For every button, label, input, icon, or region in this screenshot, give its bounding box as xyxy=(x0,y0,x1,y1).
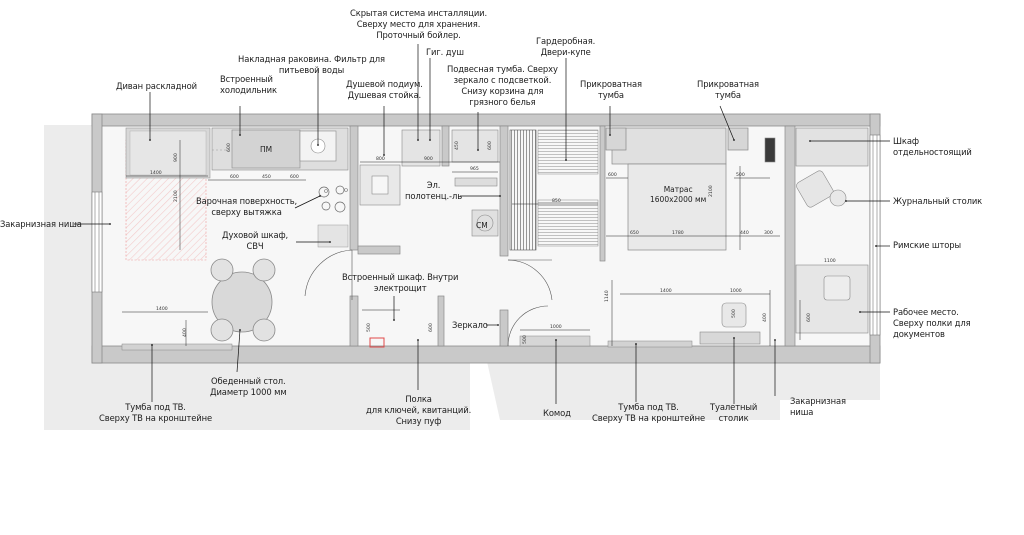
bathroom xyxy=(359,129,499,237)
label-towel-rail: Эл. полотенц.-ль xyxy=(405,180,463,201)
label-sm: СМ xyxy=(476,221,488,230)
bed xyxy=(605,127,749,251)
dim-dresser-d: 500 xyxy=(522,335,528,344)
dim-sofa-w: 1400 xyxy=(150,170,162,176)
tv-stand-left xyxy=(121,343,233,351)
dim-kitchen-depth: 600 xyxy=(226,143,232,152)
dim-bath-965: 965 xyxy=(470,166,479,172)
label-vanity: Подвесная тумба. Сверху зеркало с подсве… xyxy=(447,64,558,107)
dim-right-300: 300 xyxy=(764,230,773,236)
label-hyg-shower: Гиг. душ xyxy=(426,47,464,57)
electric-panel-marker xyxy=(369,337,385,348)
label-builtin-closet: Встроенный шкаф. Внутри электрощит xyxy=(342,272,459,293)
window-left xyxy=(91,191,103,293)
window-right xyxy=(869,134,881,336)
dim-bed-500: 500 xyxy=(736,172,745,178)
doors xyxy=(304,249,553,347)
dim-bed-1780: 1780 xyxy=(672,230,684,236)
label-built-in-fridge: Встроенный холодильник xyxy=(220,74,277,95)
label-dressing-table: Туалетный столик xyxy=(710,402,758,423)
label-hob: Варочная поверхность, сверху вытяжка xyxy=(196,196,298,217)
label-dining-table: Обеденный стол. Диаметр 1000 мм xyxy=(210,376,287,397)
dining-set xyxy=(210,258,276,342)
dim-bed-2100: 2100 xyxy=(708,185,714,197)
dim-right-1140: 1140 xyxy=(604,290,610,302)
dimension-lines xyxy=(122,140,801,346)
label-coffee-table: Журнальный столик xyxy=(893,196,983,206)
label-oven: Духовой шкаф, СВЧ xyxy=(222,230,289,251)
label-shower-podium: Душевой подиум. Душевая стойка. xyxy=(346,79,423,100)
dim-sofa-h: 2100 xyxy=(173,190,179,202)
leader-lines xyxy=(74,44,890,404)
dim-closet-500: 500 xyxy=(366,323,372,332)
dim-sofa-d: 900 xyxy=(173,153,179,162)
label-mirror: Зеркало xyxy=(452,320,488,330)
wardrobe-slats xyxy=(509,129,599,251)
label-bedside-right: Прикроватная тумба xyxy=(697,79,759,100)
label-wardrobe: Гардеробная. Двери-купе xyxy=(536,36,596,57)
dim-right-400: 400 xyxy=(762,313,768,322)
label-dresser: Комод xyxy=(543,408,571,418)
label-sofa-bed: Диван раскладной xyxy=(116,81,198,91)
dim-bath-800: 800 xyxy=(376,156,385,162)
label-hidden-installation: Скрытая система инсталляции. Сверху мест… xyxy=(350,8,488,40)
dim-tv-left-h: 400 xyxy=(182,328,188,337)
right-room-furniture xyxy=(764,127,869,334)
dim-tv-left-w: 1400 xyxy=(156,306,168,312)
dim-bath-450: 450 xyxy=(454,141,460,150)
dim-right-500: 500 xyxy=(731,309,737,318)
dim-kitchen-450: 450 xyxy=(262,174,271,180)
dim-wardrobe-850: 850 xyxy=(552,198,561,204)
oven-box xyxy=(317,224,349,248)
dim-kitchen-600b: 600 xyxy=(290,174,299,180)
dim-dresser-w: 1000 xyxy=(550,324,562,330)
dim-bed-600: 600 xyxy=(608,172,617,178)
shower-icons xyxy=(324,188,348,193)
dim-kitchen-600a: 600 xyxy=(230,174,239,180)
label-niche-right: Закарнизная ниша xyxy=(790,396,846,417)
hob-burners xyxy=(318,185,346,213)
dim-desk-w: 1100 xyxy=(824,258,836,264)
label-workplace: Рабочее место. Сверху полки для документ… xyxy=(893,307,971,339)
dim-bath-600: 600 xyxy=(487,141,493,150)
dim-desk-d: 600 xyxy=(806,313,812,322)
dim-bed-440: 440 xyxy=(740,230,749,236)
label-bedside-left: Прикроватная тумба xyxy=(580,79,642,100)
dim-dressing-w: 1000 xyxy=(730,288,742,294)
sofa-bed xyxy=(125,127,211,261)
dim-bed-650: 650 xyxy=(630,230,639,236)
label-tv-left: Тумба под ТВ. Сверху ТВ на кронштейне xyxy=(99,402,213,423)
label-overlay-sink: Накладная раковина. Фильтр для питьевой … xyxy=(238,54,385,75)
label-pm: ПМ xyxy=(260,145,273,154)
label-roman-blinds: Римские шторы xyxy=(893,240,962,250)
dim-closet-600: 600 xyxy=(428,323,434,332)
dim-bath-900: 900 xyxy=(424,156,433,162)
dresser xyxy=(519,335,591,347)
label-tv-right: Тумба под ТВ. Сверху ТВ на кронштейне xyxy=(592,402,706,423)
dressing-table xyxy=(699,302,761,345)
label-niche-left: Закарнизная ниша xyxy=(0,219,82,229)
label-key-shelf: Полка для ключей, квитанций. Снизу пуф xyxy=(366,394,472,426)
dimension-texts: 1400 900 2100 600 450 600 600 1400 400 8… xyxy=(150,141,836,344)
label-wardrobe-right: Шкаф отдельностоящий xyxy=(893,136,972,157)
label-mattress: Матрас 1600x2000 мм xyxy=(650,185,707,204)
inner-walls xyxy=(349,125,796,347)
dim-tv-right-w: 1400 xyxy=(660,288,672,294)
tv-stand-right xyxy=(607,340,693,348)
kitchen-counter xyxy=(211,127,349,171)
